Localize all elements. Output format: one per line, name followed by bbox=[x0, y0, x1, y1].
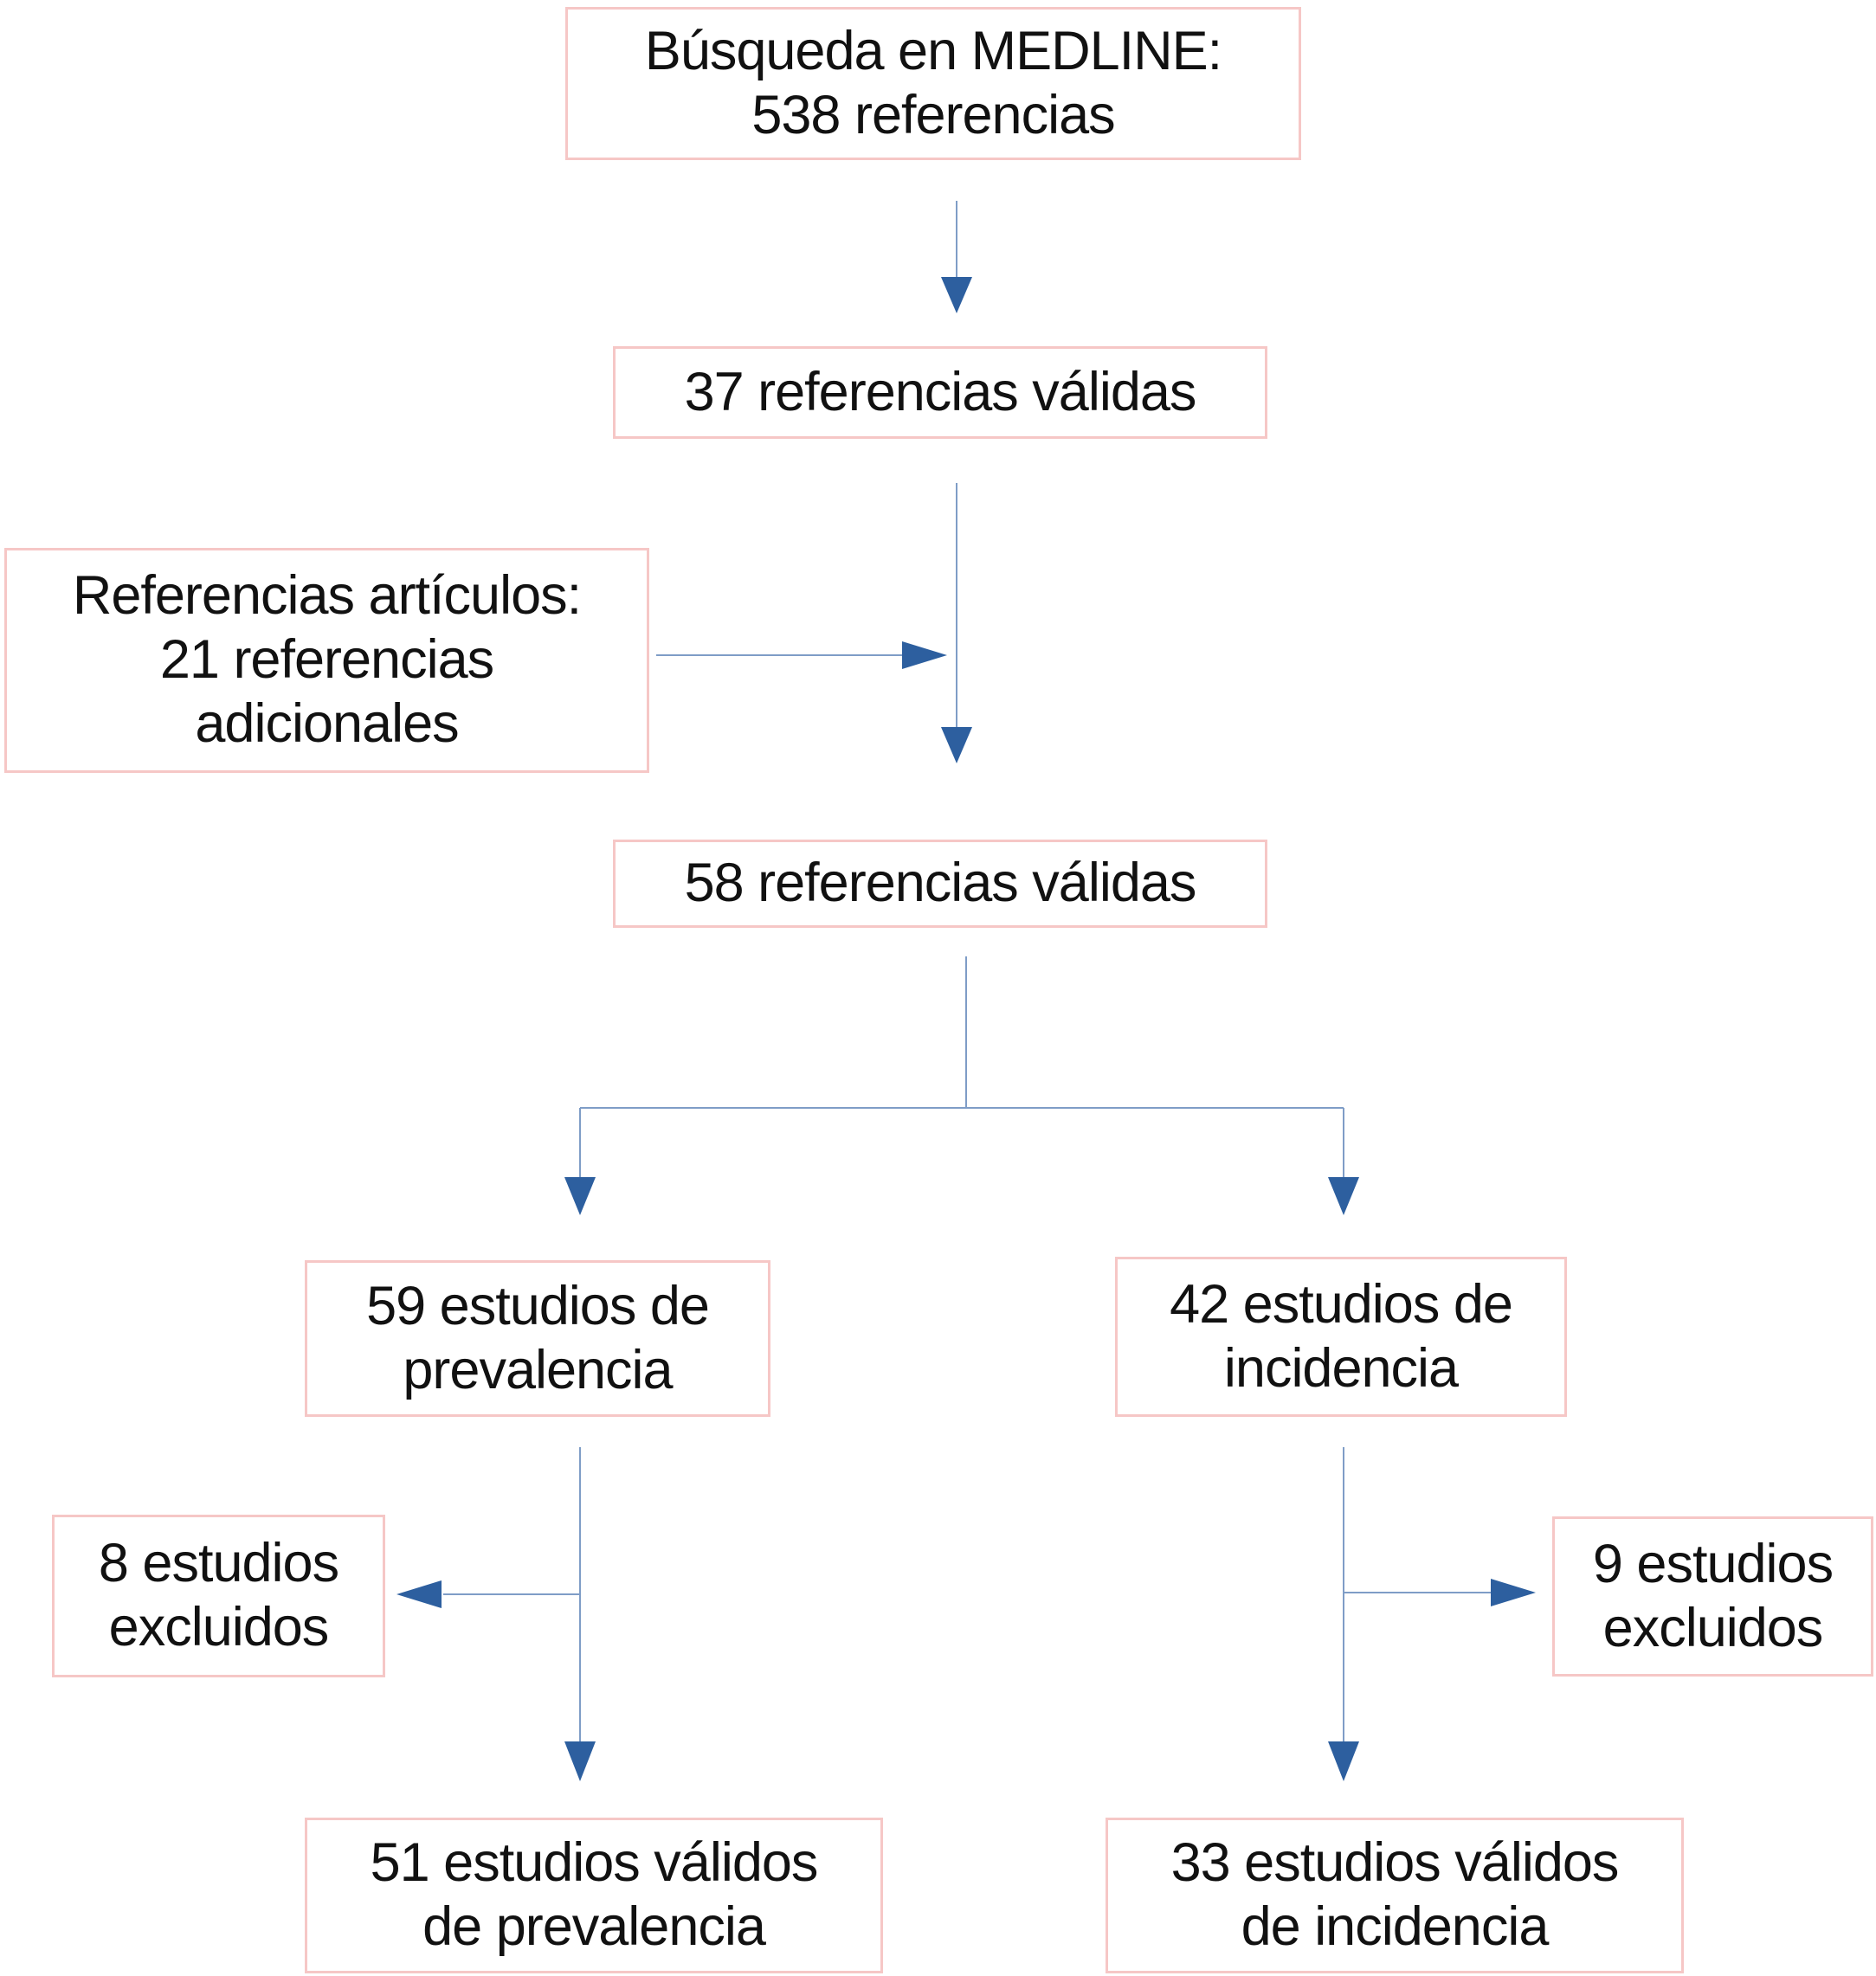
node-valid-58-references-box: 58 referencias válidas bbox=[613, 840, 1267, 928]
arrow-branch-to-incidence42 bbox=[1328, 1108, 1359, 1215]
node-label: Búsqueda en MEDLINE: 538 referencias bbox=[644, 20, 1222, 145]
arrow-prevalence59-to-validprev51 bbox=[564, 1447, 596, 1781]
arrowhead-down-icon bbox=[564, 1177, 596, 1215]
node-label: 51 estudios válidos de prevalencia bbox=[370, 1832, 819, 1957]
arrow-prevalence59-to-excluded8 bbox=[396, 1580, 580, 1608]
node-excluded-9-box: 9 estudios excluidos bbox=[1552, 1516, 1873, 1677]
arrowhead-down-icon bbox=[564, 1741, 596, 1781]
node-label: 37 referencias válidas bbox=[684, 361, 1197, 422]
node-label: 59 estudios de prevalencia bbox=[366, 1275, 710, 1400]
node-label: Referencias artículos: 21 referencias ad… bbox=[72, 565, 582, 754]
arrowhead-down-icon bbox=[941, 277, 972, 313]
node-additional-references-box: Referencias artículos: 21 referencias ad… bbox=[4, 548, 649, 773]
arrow-additional-to-merge bbox=[656, 641, 947, 669]
node-prevalence-studies-box: 59 estudios de prevalencia bbox=[305, 1260, 770, 1417]
node-label: 8 estudios excluidos bbox=[98, 1533, 339, 1657]
arrow-branch-to-prevalence59 bbox=[564, 1108, 596, 1215]
arrowhead-right-icon bbox=[902, 641, 947, 669]
node-label: 33 estudios válidos de incidencia bbox=[1170, 1832, 1620, 1957]
node-valid-prevalence-51-box: 51 estudios válidos de prevalencia bbox=[305, 1818, 883, 1973]
node-incidence-studies-box: 42 estudios de incidencia bbox=[1115, 1257, 1567, 1417]
arrow-incidence42-to-validinc33 bbox=[1328, 1447, 1359, 1781]
node-label: 42 estudios de incidencia bbox=[1170, 1273, 1513, 1399]
arrow-medline-to-valid37 bbox=[941, 201, 972, 313]
node-label: 9 estudios excluidos bbox=[1592, 1533, 1834, 1658]
arrowhead-down-icon bbox=[941, 727, 972, 763]
branch-valid58-split bbox=[580, 956, 1344, 1109]
node-valid-37-references-box: 37 referencias válidas bbox=[613, 346, 1267, 439]
node-medline-search-box: Búsqueda en MEDLINE: 538 referencias bbox=[565, 7, 1301, 160]
arrowhead-right-icon bbox=[1491, 1579, 1536, 1606]
node-label: 58 referencias válidas bbox=[684, 853, 1197, 914]
arrowhead-down-icon bbox=[1328, 1177, 1359, 1215]
arrow-valid37-to-valid58 bbox=[941, 483, 972, 763]
node-excluded-8-box: 8 estudios excluidos bbox=[52, 1515, 385, 1677]
arrowhead-down-icon bbox=[1328, 1741, 1359, 1781]
arrow-incidence42-to-excluded9 bbox=[1344, 1579, 1536, 1606]
arrowhead-left-icon bbox=[396, 1580, 442, 1608]
node-valid-incidence-33-box: 33 estudios válidos de incidencia bbox=[1106, 1818, 1684, 1973]
